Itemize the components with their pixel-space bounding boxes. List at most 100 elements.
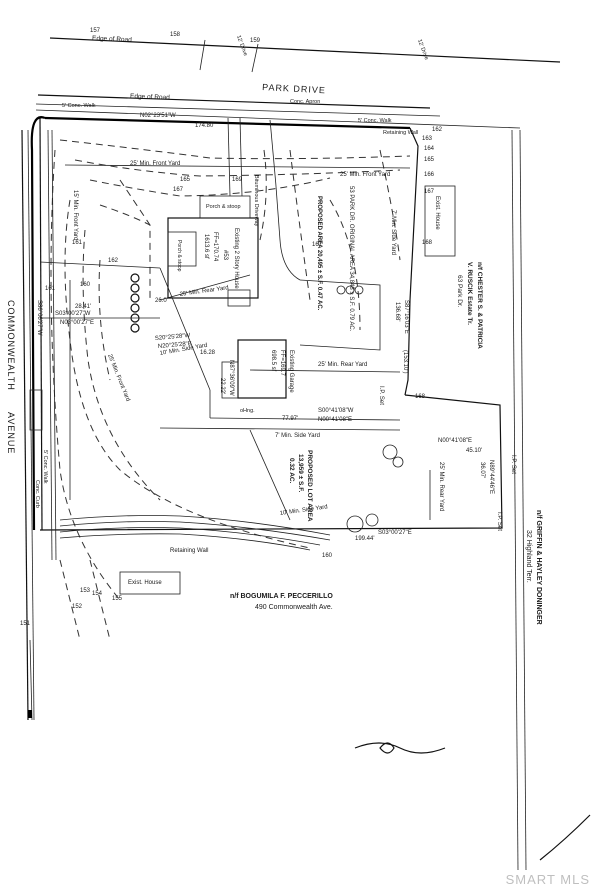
- contour-166: 166: [424, 172, 435, 178]
- contour-label-157: 157: [90, 28, 101, 34]
- street-name-commonwealth: COMMONWEALTH: [6, 300, 16, 391]
- bearing-n03: N03°00'27"E: [60, 320, 94, 326]
- bearing-s00: S00°41'08"W: [318, 408, 354, 414]
- conc-curb-label: Conc. Curb: [34, 480, 40, 508]
- contour-167-mid: 167: [312, 242, 323, 248]
- drive-label-b: 12' Drive: [416, 39, 429, 61]
- owner-bottom-name: n/f BOGUMILA F. PECCERILLO: [230, 593, 333, 600]
- bearing-n89: N89°44'46"E: [488, 460, 494, 494]
- watermark-logo: SMART MLS: [505, 872, 590, 887]
- lot-lines: [39, 261, 401, 521]
- porch-label: Porch & stoop: [206, 204, 241, 210]
- porch-left-label: Porch & stoop: [176, 240, 182, 272]
- contour-154: 154: [92, 591, 103, 597]
- commonwealth-avenue-road: [21, 129, 57, 721]
- edge-of-road-top: Edge of Road: [92, 35, 132, 44]
- exist-house-bottom-shape: [119, 571, 181, 595]
- contour-165-left: 165: [180, 177, 191, 183]
- contour-153: 153: [80, 588, 91, 594]
- lot-area-title: PROPOSED LOT AREA: [306, 450, 313, 522]
- contour-lower-a: [59, 559, 81, 641]
- contour-161-edge: 161: [45, 286, 56, 292]
- existing-garage: [221, 339, 287, 399]
- owner-right-address: 63 Park Dr.: [456, 275, 463, 308]
- contour-lines: [50, 139, 411, 601]
- right-frame-lines: [511, 129, 527, 871]
- contour-160: 160: [80, 282, 91, 288]
- distance-19944: 199.44': [355, 536, 375, 542]
- contour-161: 161: [72, 240, 83, 246]
- contour-167-left: 167: [173, 187, 184, 193]
- house-label: Existing 2 Story House: [233, 228, 239, 289]
- decorative-flourish: [354, 742, 446, 754]
- contour-165: 165: [424, 157, 435, 163]
- bearing-n87: N87°36'09"W: [228, 360, 234, 396]
- owner-bottom-address: 490 Commonwealth Ave.: [255, 604, 333, 611]
- exist-house-bottom: Exist. House: [128, 580, 162, 586]
- shrubs: [130, 273, 364, 333]
- distance-right-1: 136.68': [394, 302, 400, 322]
- corner-arc: [539, 814, 591, 861]
- distance-right-2: (153.10'): [402, 350, 408, 374]
- contour-label-158: 158: [170, 32, 181, 38]
- property-boundary: [30, 116, 503, 531]
- exist-house-right-shape: [424, 185, 456, 257]
- front-yard-right: 25' Min. Front Yard: [340, 172, 390, 178]
- street-name-park-drive: PARK DRIVE: [262, 82, 326, 95]
- park-drive-road: [35, 37, 561, 129]
- hinge-label: oHng.: [240, 408, 255, 414]
- lot-area-sf: 13,959 ± S.F.: [297, 454, 304, 492]
- contour-label-159: 159: [250, 38, 261, 44]
- contour-162: 162: [432, 127, 443, 133]
- front-yard-left: 25' Min. Front Yard: [130, 161, 180, 167]
- contour-151: 151: [20, 621, 31, 627]
- front-yard-side: 15' Min. Front Yard: [72, 190, 78, 240]
- front-yard-lower: 25' Min. Front Yard: [106, 354, 130, 403]
- bearing-s20: S20°25'28"W: [155, 333, 191, 342]
- distance-2222: 22.22': [219, 378, 225, 394]
- exist-house-right: Exist. House: [434, 196, 440, 230]
- setback-lines: [64, 164, 431, 520]
- owner-side-address: 32 Highland Terr.: [525, 530, 532, 583]
- retaining-wall-hatch: [59, 515, 331, 551]
- left-tick-marks: [28, 639, 33, 721]
- contour-155: 155: [112, 596, 123, 602]
- bearing-n00b: N00°41'08"E: [438, 438, 472, 444]
- garage-ff: FF=169.7: [279, 350, 285, 377]
- side-yard-mid: 7' Min. Side Yard: [275, 433, 320, 439]
- side-yard-bottom: 10' Min. Side Yard: [279, 504, 328, 517]
- lot-area-ac: 0.32 AC.: [288, 458, 295, 484]
- contour-169: 169: [232, 177, 243, 183]
- owner-right-name: n/f CHESTER S. & PATRICIA: [476, 262, 483, 349]
- bearing-s03: S03°00'27"W: [55, 311, 91, 317]
- bituminous-label: Bituminous Driveway: [253, 175, 259, 227]
- contour-152: 152: [72, 604, 83, 610]
- distance-7797: 77.97': [282, 416, 298, 422]
- iron-pin-set-b: I.P. Set: [496, 512, 502, 531]
- retaining-wall-left: Retaining Wall: [170, 548, 208, 554]
- house-ff: FF=170.74: [212, 232, 218, 262]
- contour-168-low: 168: [415, 394, 426, 400]
- conc-walk-top: 5' Conc. Walk: [62, 103, 96, 109]
- contour-163: 163: [422, 136, 433, 142]
- drive-label-a: 12' Drive: [235, 35, 248, 57]
- owner-side-name: n/f GRIFFIN & HAYLEY DONINGER: [535, 510, 542, 625]
- contour-167: 167: [424, 189, 435, 195]
- bearing-n00: N00°41'08"E: [318, 417, 352, 423]
- distance-top: 174.80': [195, 123, 215, 129]
- distance-4510: 45.10': [466, 448, 482, 454]
- distance-26: 26.0': [155, 298, 168, 304]
- bearing-avenue: S86°06'27"W: [36, 300, 42, 336]
- house-number: #53: [222, 250, 228, 261]
- iron-pin-set-c: I.P. Set: [378, 386, 384, 405]
- contour-162-left: 162: [108, 258, 119, 264]
- bearing-right-1: S87°16'03"E: [403, 300, 409, 334]
- garage-area: 698.5 sf: [270, 350, 276, 372]
- distance-1628: 16.28: [200, 350, 216, 356]
- parcel-original-area: 53 PARK DR. ORIGINAL AREA 34,848 ± S.F. …: [348, 186, 354, 332]
- rear-yard-2: 25' Min. Rear Yard: [318, 362, 367, 368]
- contour-160-low: 160: [322, 553, 333, 559]
- driveway: [227, 117, 381, 351]
- garage-label: Existing Garage: [288, 350, 294, 393]
- parcel-proposed-area: PROPOSED AREA 20,495 ± S.F. 0.47 AC.: [316, 196, 322, 311]
